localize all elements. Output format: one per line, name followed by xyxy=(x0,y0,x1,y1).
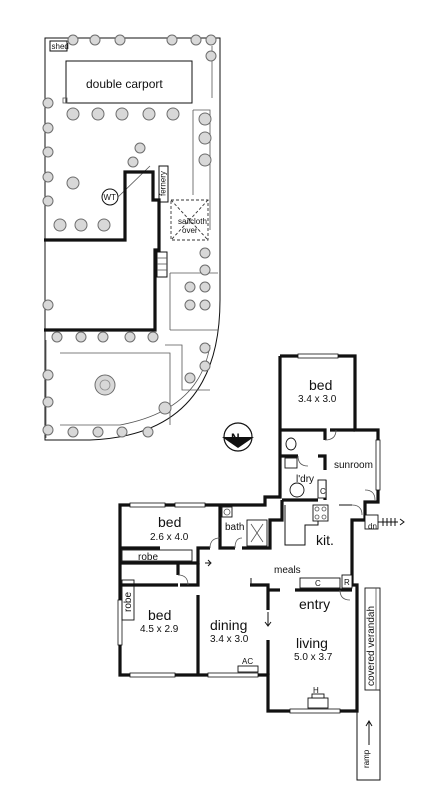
north-compass: N xyxy=(222,422,254,452)
interior-walls xyxy=(120,428,355,675)
laundry-tub xyxy=(284,457,298,469)
shed xyxy=(49,40,68,52)
entry-label: entry xyxy=(299,596,330,612)
aircon-label: AC xyxy=(242,657,253,666)
refrigerator-label: R xyxy=(344,578,350,587)
cooktop xyxy=(312,504,329,522)
bed3-dim: 4.5 x 2.9 xyxy=(140,624,179,635)
fixtures xyxy=(117,353,405,781)
pantry-label: C xyxy=(315,579,321,588)
arrow-down-icon xyxy=(264,612,272,627)
meals-label: meals xyxy=(274,565,301,576)
kitchen-label: kit. xyxy=(316,532,334,548)
bath-label: bath xyxy=(225,522,244,533)
room-labels: bed 3.4 x 3.0 sunroom l'dry C bath bed 2… xyxy=(123,377,377,768)
ramp xyxy=(356,690,381,781)
refrigerator xyxy=(341,574,353,589)
verandah-label: covered verandah xyxy=(366,606,377,686)
kitchen-bench xyxy=(284,505,319,546)
compass-label: N xyxy=(231,431,240,445)
living-name: living xyxy=(296,635,328,651)
bed2-name: bed xyxy=(158,514,181,530)
robe-top-label: robe xyxy=(138,552,158,563)
laundry-cupboard xyxy=(317,479,327,499)
living-dim: 5.0 x 3.7 xyxy=(294,652,333,663)
water-tank-label: WT xyxy=(104,193,117,202)
exterior-walls xyxy=(118,354,380,713)
front-garden-curve xyxy=(60,344,211,426)
bed2-dim: 2.6 x 4.0 xyxy=(150,532,189,543)
robe-side-label: robe xyxy=(123,592,134,612)
basin xyxy=(221,506,233,518)
house-footprint xyxy=(44,170,161,332)
washing-machine-icon xyxy=(289,482,305,498)
house-plan: bed 3.4 x 3.0 sunroom l'dry C bath bed 2… xyxy=(117,353,405,781)
heater xyxy=(307,697,329,709)
bed1-dim: 3.4 x 3.0 xyxy=(298,394,337,405)
carport-post xyxy=(62,97,68,104)
dining-dim: 3.4 x 3.0 xyxy=(210,634,249,645)
toilet-icon xyxy=(285,437,297,451)
shrubs xyxy=(42,34,217,438)
carport-label: double carport xyxy=(86,77,163,91)
laundry-label: l'dry xyxy=(296,474,314,485)
site-plan: shed double carport WT fernery sailcloth… xyxy=(42,34,221,441)
sailcloth-label-1: sailcloth xyxy=(178,217,207,226)
verandah xyxy=(364,587,381,691)
fernery-label: fernery xyxy=(159,171,168,196)
robe-top xyxy=(121,549,193,562)
dining-name: dining xyxy=(210,617,247,633)
bed1-name: bed xyxy=(309,377,332,393)
path-curve xyxy=(165,344,210,391)
fernery xyxy=(158,165,169,203)
shed-label: shed xyxy=(52,42,69,51)
landing xyxy=(364,514,379,530)
ramp-arrow-icon xyxy=(365,720,373,745)
site-boundary xyxy=(44,37,221,441)
bed3-name: bed xyxy=(148,607,171,623)
garden-bed-right xyxy=(169,272,218,331)
sunroom-label: sunroom xyxy=(334,460,373,471)
carport xyxy=(65,60,193,104)
ramp-label: ramp xyxy=(362,749,371,768)
side-path xyxy=(193,109,211,230)
sailcloth xyxy=(170,199,209,241)
pantry xyxy=(299,577,341,589)
arrow-icon xyxy=(205,559,212,567)
cupboard-label: C xyxy=(320,487,326,496)
heater-label: H xyxy=(313,686,319,695)
sailcloth-label-2: over xyxy=(182,226,198,235)
steps xyxy=(156,251,168,278)
compass-arrow-icon xyxy=(222,437,254,448)
down-stairs xyxy=(378,518,405,526)
front-garden-border xyxy=(60,352,171,425)
down-label: dn xyxy=(368,522,377,531)
robe-side xyxy=(121,579,135,621)
air-conditioner xyxy=(237,665,259,673)
